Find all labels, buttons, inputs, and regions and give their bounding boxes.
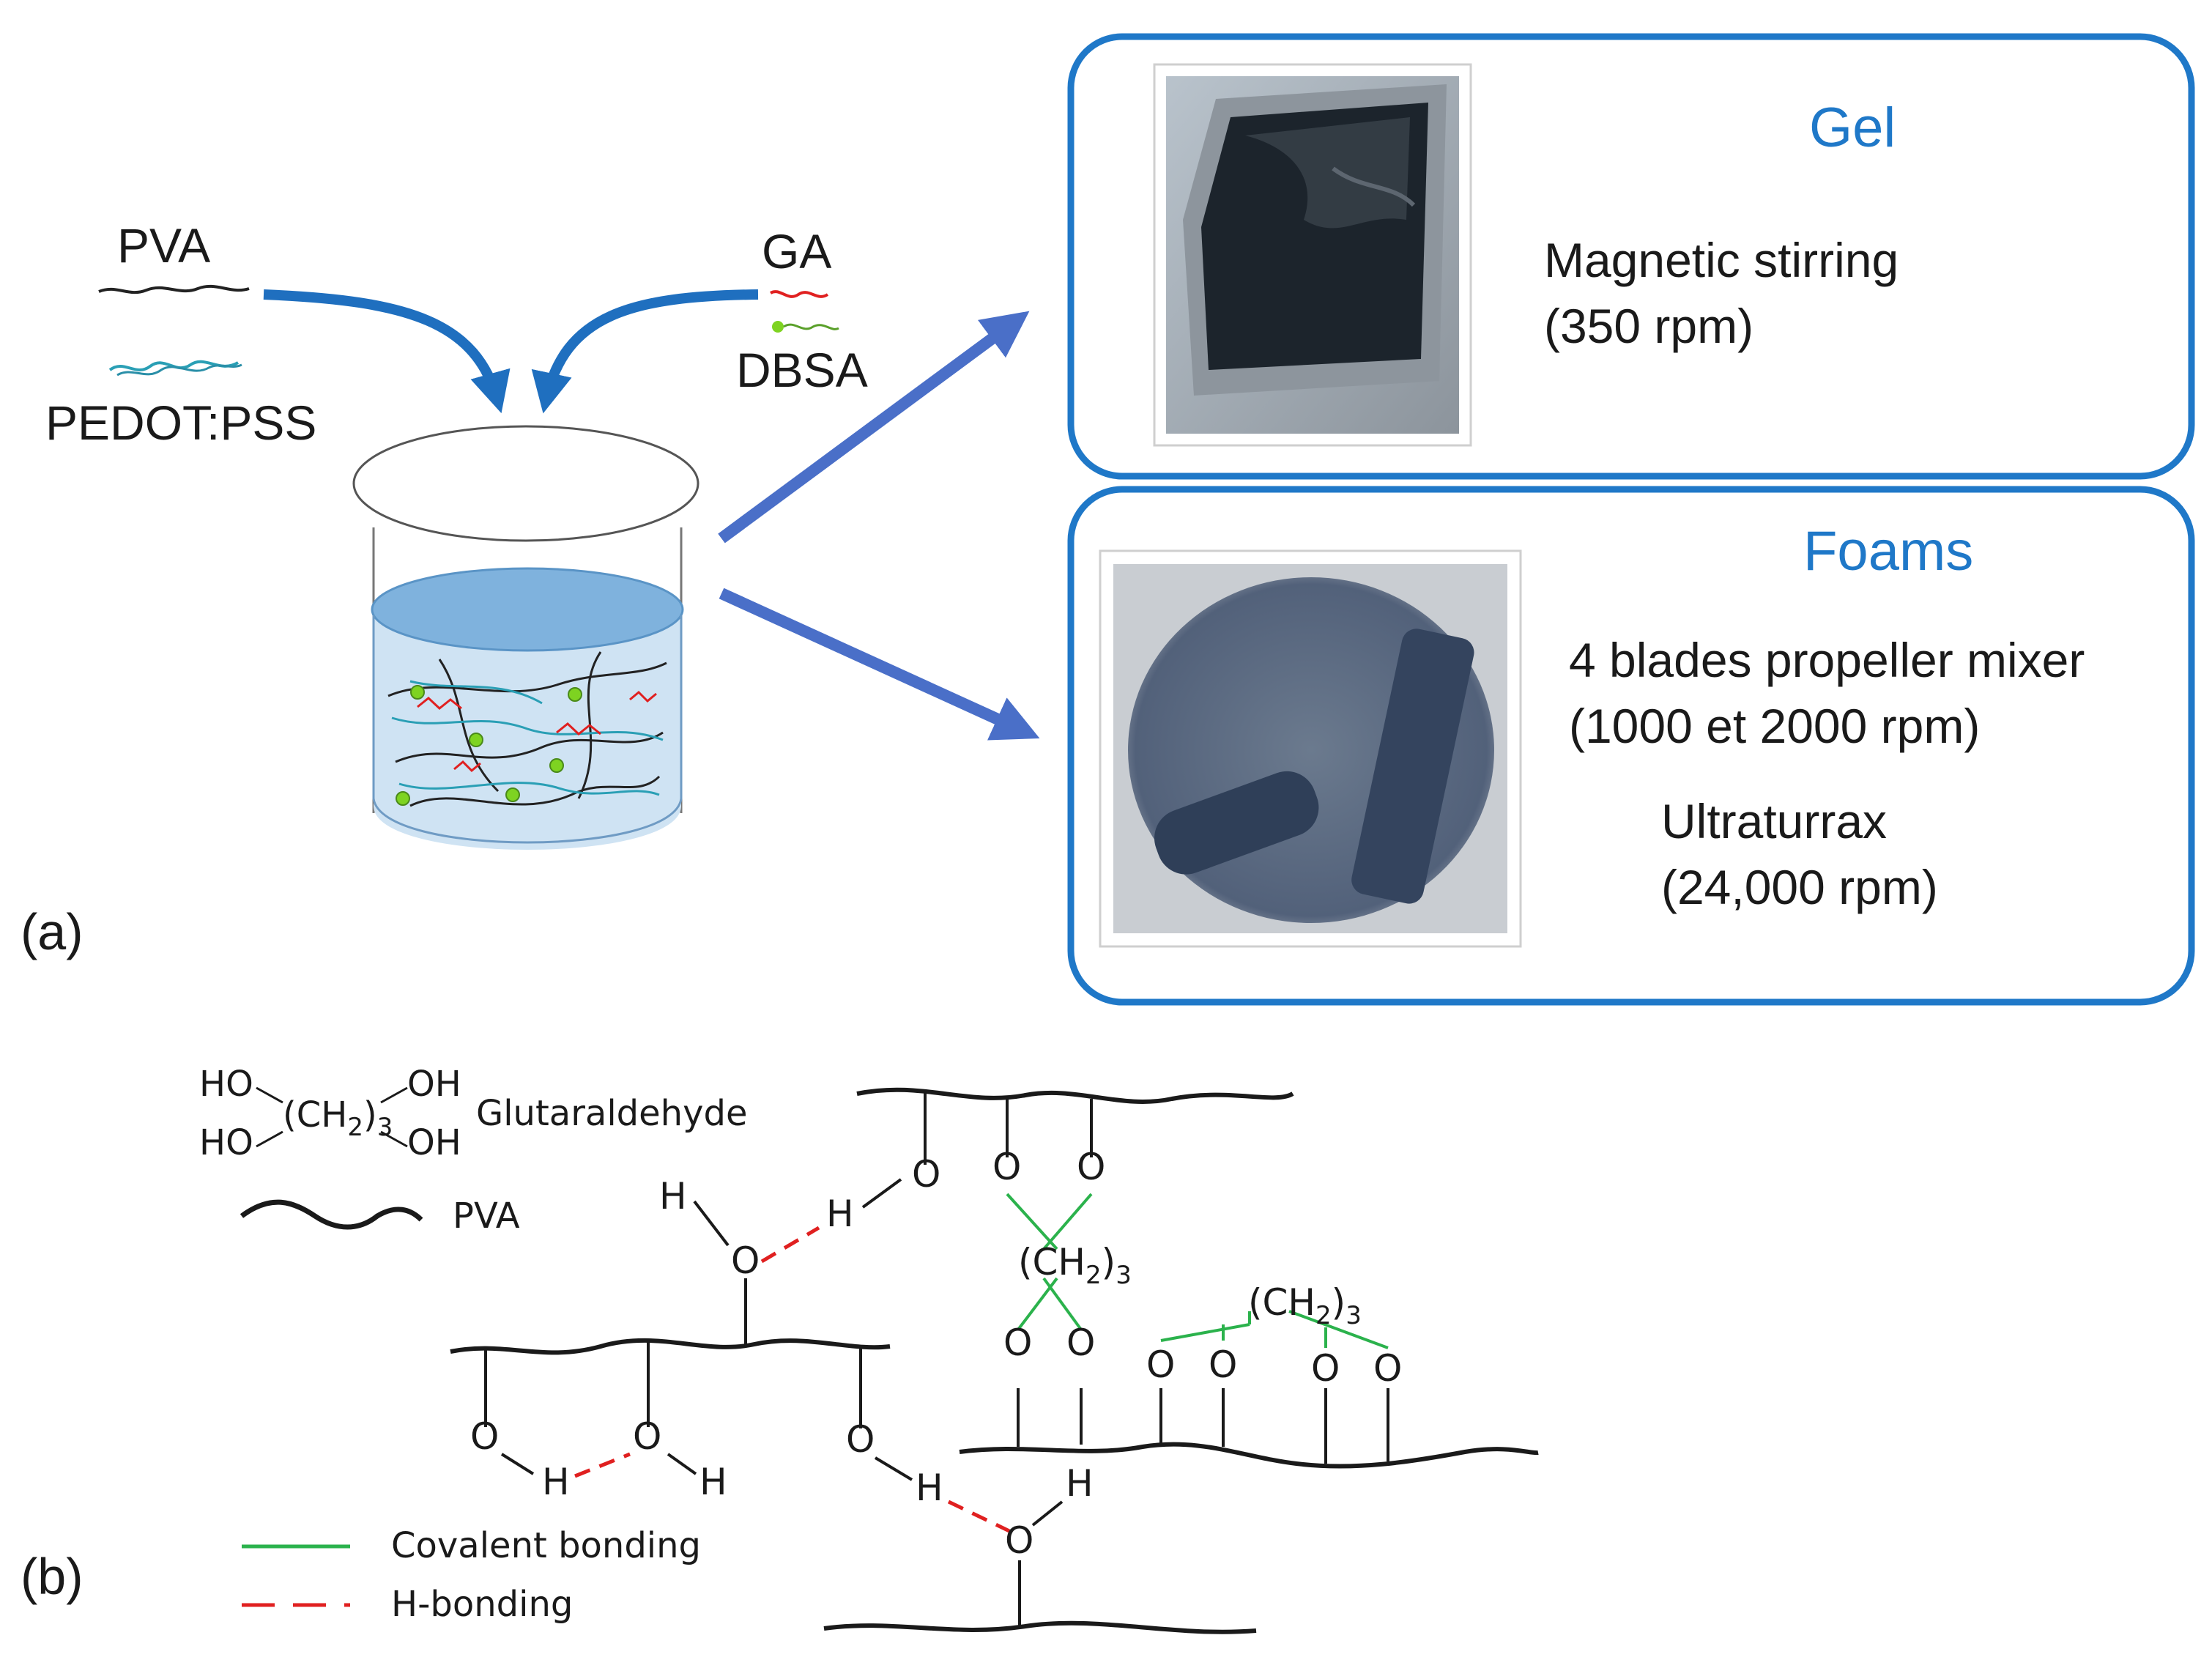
svg-text:H: H xyxy=(659,1175,687,1217)
svg-text:O: O xyxy=(992,1146,1021,1188)
beaker xyxy=(352,425,699,850)
svg-text:O: O xyxy=(470,1415,499,1458)
svg-text:H: H xyxy=(1066,1462,1094,1505)
pva-chain-icon xyxy=(98,284,250,294)
pva-chains xyxy=(450,1087,1539,1634)
gel-photo xyxy=(1153,63,1472,447)
panel-b-label: (b) xyxy=(21,1548,83,1605)
svg-text:H: H xyxy=(826,1193,854,1235)
dbsa-particles xyxy=(396,685,582,806)
pedot-pss-label: PEDOT:PSS xyxy=(45,396,316,450)
liquid-surface xyxy=(371,567,684,652)
glutaraldehyde-label: Glutaraldehyde xyxy=(476,1093,748,1134)
svg-text:HO: HO xyxy=(199,1122,253,1163)
dbsa-label: DBSA xyxy=(736,343,868,397)
pva-label: PVA xyxy=(117,218,210,273)
covalent-legend-label: Covalent bonding xyxy=(391,1525,701,1566)
svg-text:O: O xyxy=(1003,1322,1032,1364)
svg-text:O: O xyxy=(1077,1146,1105,1188)
hbond-legend-label: H-bonding xyxy=(391,1584,573,1625)
foams-speed-1: (1000 et 2000 rpm) xyxy=(1569,699,1980,753)
svg-text:H: H xyxy=(542,1461,570,1503)
svg-text:(CH2)3: (CH2)3 xyxy=(283,1094,393,1142)
ga-arrow xyxy=(531,289,759,414)
dbsa-head-icon xyxy=(772,321,784,333)
gel-method: Magnetic stirring xyxy=(1544,233,1899,287)
pva-arrow xyxy=(263,289,511,414)
svg-text:H: H xyxy=(916,1467,943,1509)
arrow-to-gel xyxy=(718,311,1030,544)
svg-text:O: O xyxy=(1146,1343,1175,1386)
ga-chain-icon xyxy=(769,290,829,298)
svg-text:OH: OH xyxy=(407,1064,461,1105)
pva-legend-icon xyxy=(240,1199,423,1230)
svg-text:OH: OH xyxy=(407,1122,461,1163)
svg-text:O: O xyxy=(846,1418,875,1461)
chain-bonds xyxy=(484,1090,1389,1628)
svg-text:O: O xyxy=(1373,1347,1402,1390)
gel-title: Gel xyxy=(1809,97,1896,159)
panel-a-label: (a) xyxy=(21,903,83,960)
svg-text:O: O xyxy=(1066,1322,1095,1364)
foams-speed-2: (24,000 rpm) xyxy=(1661,860,1938,914)
panel-b: HO HO (CH2)3 OH OH Glutaraldehyde PVA Co… xyxy=(21,1064,1539,1634)
ga-label: GA xyxy=(762,224,831,278)
svg-text:(CH2)3: (CH2)3 xyxy=(1248,1281,1362,1330)
gel-box: Gel Magnetic stirring (350 rpm) xyxy=(1067,33,2195,480)
svg-text:O: O xyxy=(633,1415,661,1458)
svg-text:O: O xyxy=(1311,1347,1340,1390)
panel-a: PVA PEDOT:PSS GA DBSA xyxy=(21,33,2195,1006)
h-bonds xyxy=(574,1226,1011,1533)
pva-legend-label: PVA xyxy=(453,1196,520,1237)
arrow-to-foams xyxy=(719,588,1040,741)
gel-speed: (350 rpm) xyxy=(1544,299,1753,353)
foams-method-1: 4 blades propeller mixer xyxy=(1569,633,2085,687)
glutaraldehyde-formula: HO HO (CH2)3 OH OH Glutaraldehyde xyxy=(199,1064,748,1163)
svg-text:HO: HO xyxy=(199,1064,253,1105)
foams-box: Foams 4 blades propeller mixer (1000 et … xyxy=(1067,486,2195,1006)
foams-photo xyxy=(1099,549,1522,948)
svg-text:(CH2)3: (CH2)3 xyxy=(1018,1241,1132,1290)
svg-text:O: O xyxy=(1005,1519,1033,1562)
svg-text:H: H xyxy=(699,1461,727,1503)
svg-text:O: O xyxy=(912,1153,940,1196)
svg-text:O: O xyxy=(1209,1343,1237,1386)
covalent-bonds xyxy=(1006,1193,1389,1349)
polymer-network xyxy=(387,651,667,807)
foams-title: Foams xyxy=(1803,520,1973,582)
svg-text:O: O xyxy=(731,1239,760,1282)
atom-labels: O O O H H O (CH2)3 O O (CH2)3 O O O O O … xyxy=(470,1146,1402,1562)
foams-method-2: Ultraturrax xyxy=(1661,794,1887,848)
